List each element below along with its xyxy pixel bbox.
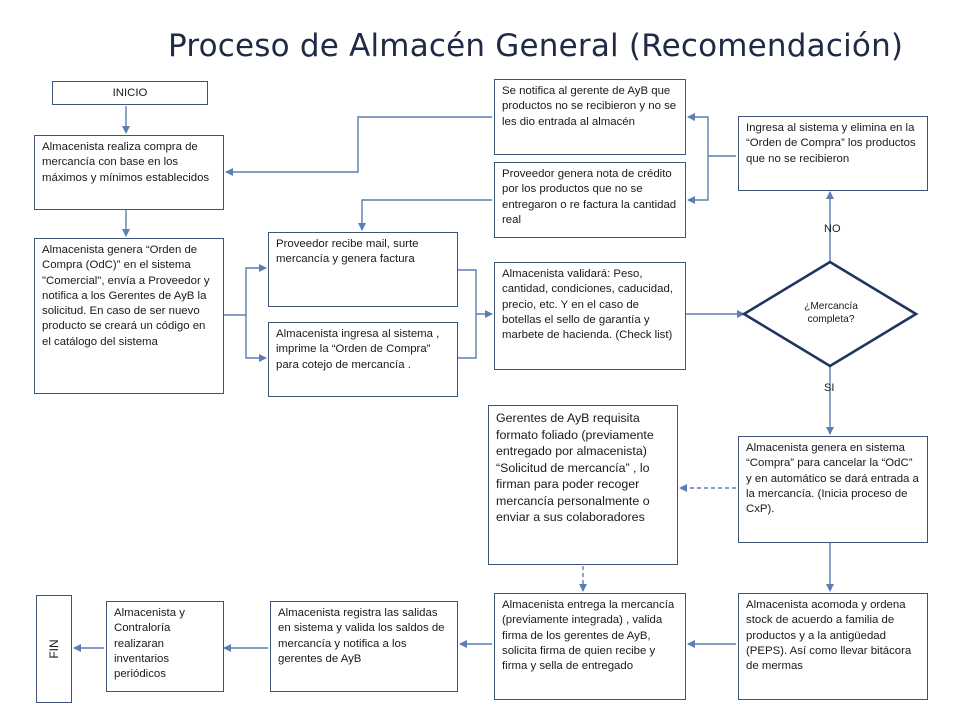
branch-no-label: NO (824, 223, 841, 235)
arrow-genera-odc-ingresa (245, 315, 267, 362)
step-nota-credito-text: Proveedor genera nota de crédito por los… (502, 168, 677, 226)
step-ingresa-sistema-text: Almacenista ingresa al sistema , imprime… (276, 328, 440, 371)
arrow-nota-proveedor (358, 199, 492, 231)
step-nota-credito: Proveedor genera nota de crédito por los… (494, 162, 686, 238)
step-notifica-gerente: Se notifica al gerente de AyB que produc… (494, 79, 686, 155)
arrow-merge-validara (458, 269, 492, 359)
page-title: Proceso de Almacén General (Recomendació… (168, 28, 904, 64)
step-notifica-gerente-text: Se notifica al gerente de AyB que produc… (502, 85, 677, 128)
step-registra: Almacenista registra las salidas en sist… (270, 601, 458, 692)
arrow-genera-odc-proveedor (224, 264, 267, 316)
step-registra-text: Almacenista registra las salidas en sist… (278, 607, 445, 665)
step-validara-text: Almacenista validará: Peso, cantidad, co… (502, 268, 673, 342)
arrow-notifica-compra (225, 116, 492, 176)
decision-diamond (741, 260, 919, 368)
arrow-elimina-notifica (687, 113, 736, 157)
step-compra: Almacenista realiza compra de mercancía … (34, 135, 224, 210)
step-inventarios-text: Almacenista y Contraloría realizaran inv… (114, 607, 185, 681)
step-genera-odc-text: Almacenista genera “Orden de Compra (OdC… (42, 244, 210, 348)
branch-si-label: SI (824, 382, 835, 394)
decision-label: ¿Mercancía completa? (804, 301, 858, 326)
step-elimina: Ingresa al sistema y elimina en la “Orde… (738, 116, 928, 191)
step-gerentes-requisita-text: Gerentes de AyB requisita formato foliad… (496, 411, 654, 524)
start-node: INICIO (52, 81, 208, 105)
step-gerentes-requisita: Gerentes de AyB requisita formato foliad… (488, 405, 678, 565)
arrow-elimina-nota (687, 156, 709, 204)
step-acomoda: Almacenista acomoda y ordena stock de ac… (738, 593, 928, 700)
step-genera-compra: Almacenista genera en sistema “Compra” p… (738, 436, 928, 543)
step-proveedor-recibe-text: Proveedor recibe mail, surte mercancía y… (276, 238, 419, 266)
step-entrega: Almacenista entrega la mercancía (previa… (494, 593, 686, 700)
step-compra-text: Almacenista realiza compra de mercancía … (42, 141, 210, 184)
step-elimina-text: Ingresa al sistema y elimina en la “Orde… (746, 122, 916, 165)
step-ingresa-sistema: Almacenista ingresa al sistema , imprime… (268, 322, 458, 397)
step-inventarios: Almacenista y Contraloría realizaran inv… (106, 601, 224, 692)
step-proveedor-recibe: Proveedor recibe mail, surte mercancía y… (268, 232, 458, 307)
end-node: FIN (36, 595, 72, 703)
step-entrega-text: Almacenista entrega la mercancía (previa… (502, 599, 675, 673)
step-genera-odc: Almacenista genera “Orden de Compra (OdC… (34, 238, 224, 394)
step-validara: Almacenista validará: Peso, cantidad, co… (494, 262, 686, 370)
start-label: INICIO (112, 87, 148, 99)
end-label: FIN (46, 639, 61, 659)
step-genera-compra-text: Almacenista genera en sistema “Compra” p… (746, 442, 919, 516)
step-acomoda-text: Almacenista acomoda y ordena stock de ac… (746, 599, 912, 673)
